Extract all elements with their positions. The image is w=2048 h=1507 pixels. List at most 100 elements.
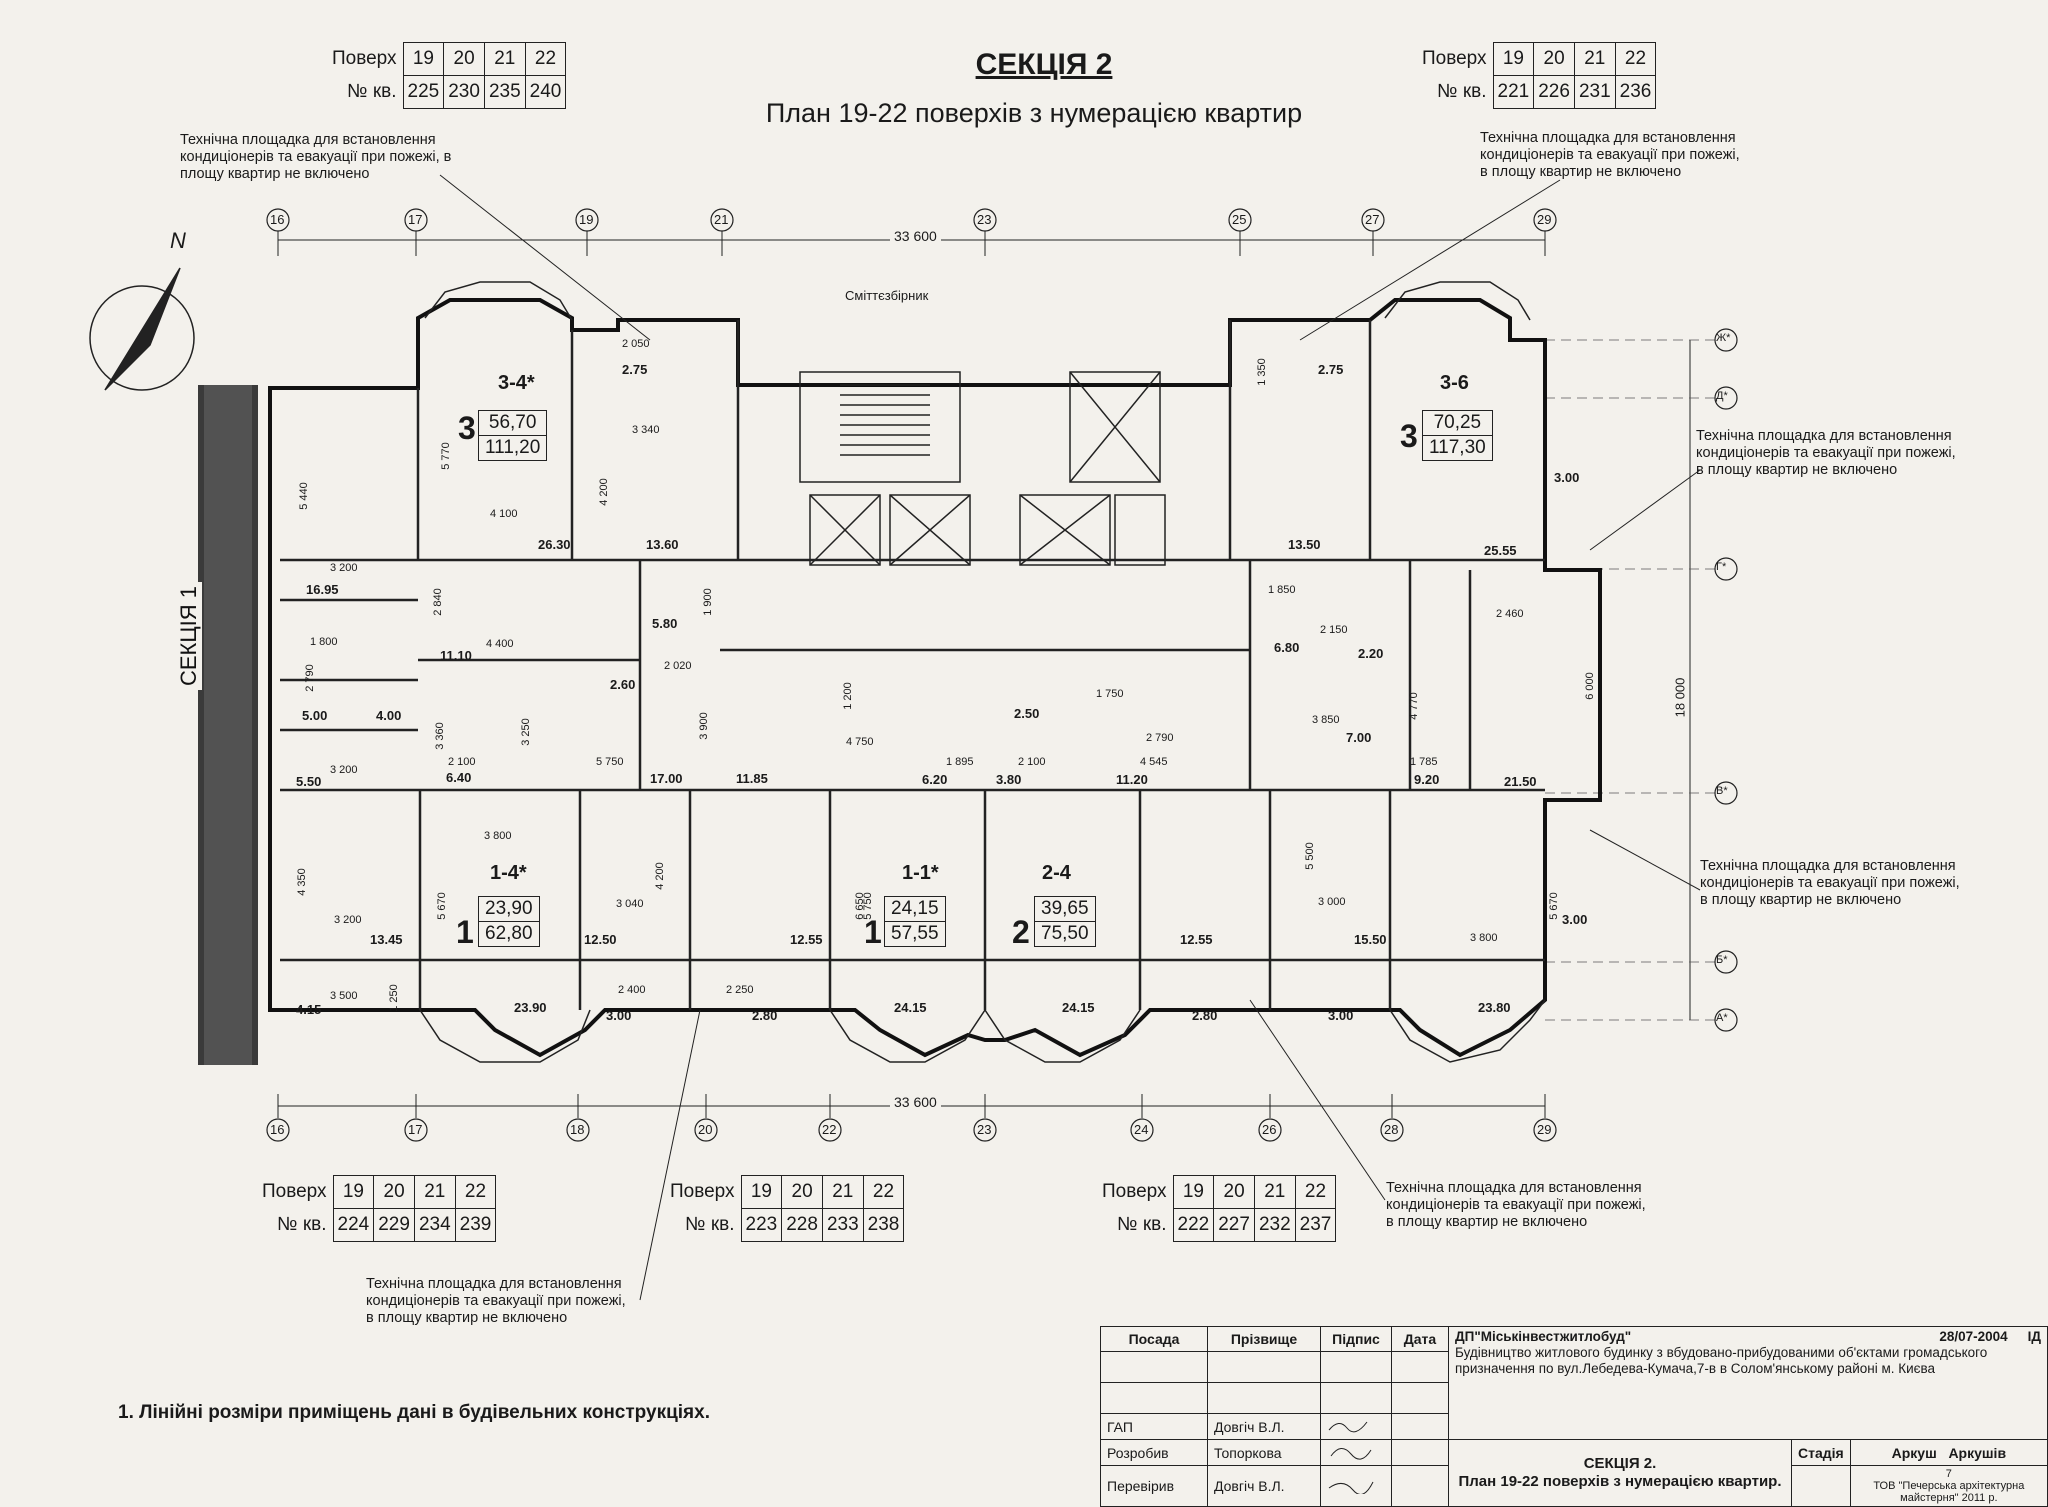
apt-code: 3-4* [498,372,535,394]
room-area: 24.15 [1062,1000,1095,1015]
apt-rooms: 2 [1012,914,1030,950]
floor-cell: 20 [1213,1175,1255,1209]
stamp-name: Топоркова [1207,1439,1321,1466]
dim-label: 1 900 [701,588,714,616]
axis-right-g: Г* [1716,561,1727,573]
axis-top-17: 17 [408,212,423,227]
apt-cell: 236 [1614,75,1657,109]
floor-cell: 21 [821,1175,864,1209]
apt-living-area: 70,25 [1422,410,1493,436]
signature [1320,1439,1392,1466]
stamp-col-name: Прізвище [1207,1326,1321,1352]
floor-cell: 22 [454,1175,497,1209]
dim-label: 2 250 [726,984,754,996]
dim-label: 2 150 [1320,624,1348,636]
apt-cell: 223 [740,1208,783,1242]
room-area: 21.50 [1504,774,1537,789]
room-area: 3.80 [996,772,1022,787]
apt-rooms: 1 [864,914,882,950]
room-area: 4.00 [376,708,402,723]
floor-label: Поверх [328,42,404,76]
stamp-sheet-name: СЕКЦІЯ 2. [1583,1455,1657,1472]
dim-label: 6 000 [1583,672,1596,700]
overall-width-bottom: 33 600 [890,1094,941,1110]
dim-label: 5 670 [1547,892,1560,920]
apt-total-area: 75,50 [1034,921,1096,947]
axis-right-a: А* [1716,1012,1728,1024]
room-area: 11.20 [1116,772,1148,787]
apt-cell: 229 [373,1208,415,1242]
apt-rooms: 3 [458,410,476,446]
dim-label: 2 790 [1146,732,1174,744]
apt-label: № кв. [258,1208,334,1242]
axis-top-21: 21 [714,212,729,227]
floor-cell: 21 [413,1175,456,1209]
stamp-firm: ТОВ "Печерська архітектурна майстерня" 2… [1873,1480,2025,1504]
room-area: 26.30 [538,537,571,552]
dim-label: 1 800 [310,636,338,648]
axis-right-d: Д* [1716,390,1728,402]
tech-note-right-upper: Технічна площадка для встановлення конди… [1696,428,1956,478]
floor-cell: 20 [1533,42,1575,76]
dim-label: 3 040 [616,898,644,910]
dim-label: 1 785 [1410,756,1438,768]
dim-label: 3 200 [330,562,358,574]
apt-cell: 227 [1213,1208,1255,1242]
tech-note-bottom-right: Технічна площадка для встановлення конди… [1386,1180,1646,1230]
north-label: N [170,228,186,253]
floor-cell: 20 [373,1175,415,1209]
axis-top-19: 19 [579,212,594,227]
dim-label: 4 200 [597,478,610,506]
overall-width-top: 33 600 [890,228,941,244]
room-area: 23.90 [514,1000,547,1015]
dim-label: 3 850 [1312,714,1340,726]
room-area: 2.75 [1318,362,1344,377]
room-area: 25.55 [1484,543,1517,558]
apt-living-area: 24,15 [884,896,946,922]
floor-cell: 19 [1172,1175,1215,1209]
apt-living-area: 23,90 [478,896,540,922]
apt-box-1-1: 24,15 57,55 [884,896,946,947]
stamp-col-sign: Підпис [1320,1326,1392,1352]
stamp-sheet-no: 7 [1945,1468,1952,1480]
dim-label: 5 770 [439,442,452,470]
apt-label: № кв. [1098,1208,1174,1242]
axis-right-zh: Ж* [1716,332,1731,344]
dim-label: 4 200 [653,862,666,890]
room-area: 6.40 [446,770,472,785]
room-area: 2.80 [1192,1008,1218,1023]
signature [1320,1465,1392,1507]
title-block: Посада Прізвище Підпис Дата ДП"Міськінве… [1100,1326,2048,1507]
axis-bottom-18: 18 [570,1122,585,1137]
floor-cell: 21 [1253,1175,1296,1209]
dim-label: 2 100 [448,756,476,768]
axis-right-v: В* [1716,785,1728,797]
floor-cell: 21 [483,42,526,76]
dim-label: 3 500 [330,990,358,1002]
apt-cell: 225 [402,75,445,109]
axis-bottom-28: 28 [1384,1122,1399,1137]
dim-label: 4 350 [295,868,308,896]
apt-label: № кв. [1418,75,1494,109]
dim-label: 5 500 [1303,842,1316,870]
dim-label: 5 440 [297,482,310,510]
dim-label: 5 750 [596,756,624,768]
dim-label: 1 750 [1096,688,1124,700]
sheet-title: СЕКЦІЯ 2 [975,48,1113,81]
room-area: 12.55 [1180,932,1213,947]
floor-cell: 22 [1614,42,1657,76]
axis-top-16: 16 [270,212,285,227]
apt-cell: 224 [332,1208,375,1242]
apt-cell: 230 [443,75,485,109]
apt-box-3-4: 56,70 111,20 [477,410,548,461]
apt-cell: 231 [1573,75,1616,109]
apt-rooms: 3 [1400,418,1418,454]
room-area: 6.80 [1274,640,1300,655]
stamp-role: Розробив [1100,1439,1208,1466]
dim-label: 1 250 [387,984,400,1012]
stamp-stage-label: Стадія [1791,1439,1851,1466]
axis-right-b: Б* [1716,954,1728,966]
room-area: 3.00 [1554,470,1580,485]
apt-box-2-4: 39,65 75,50 [1034,896,1096,947]
